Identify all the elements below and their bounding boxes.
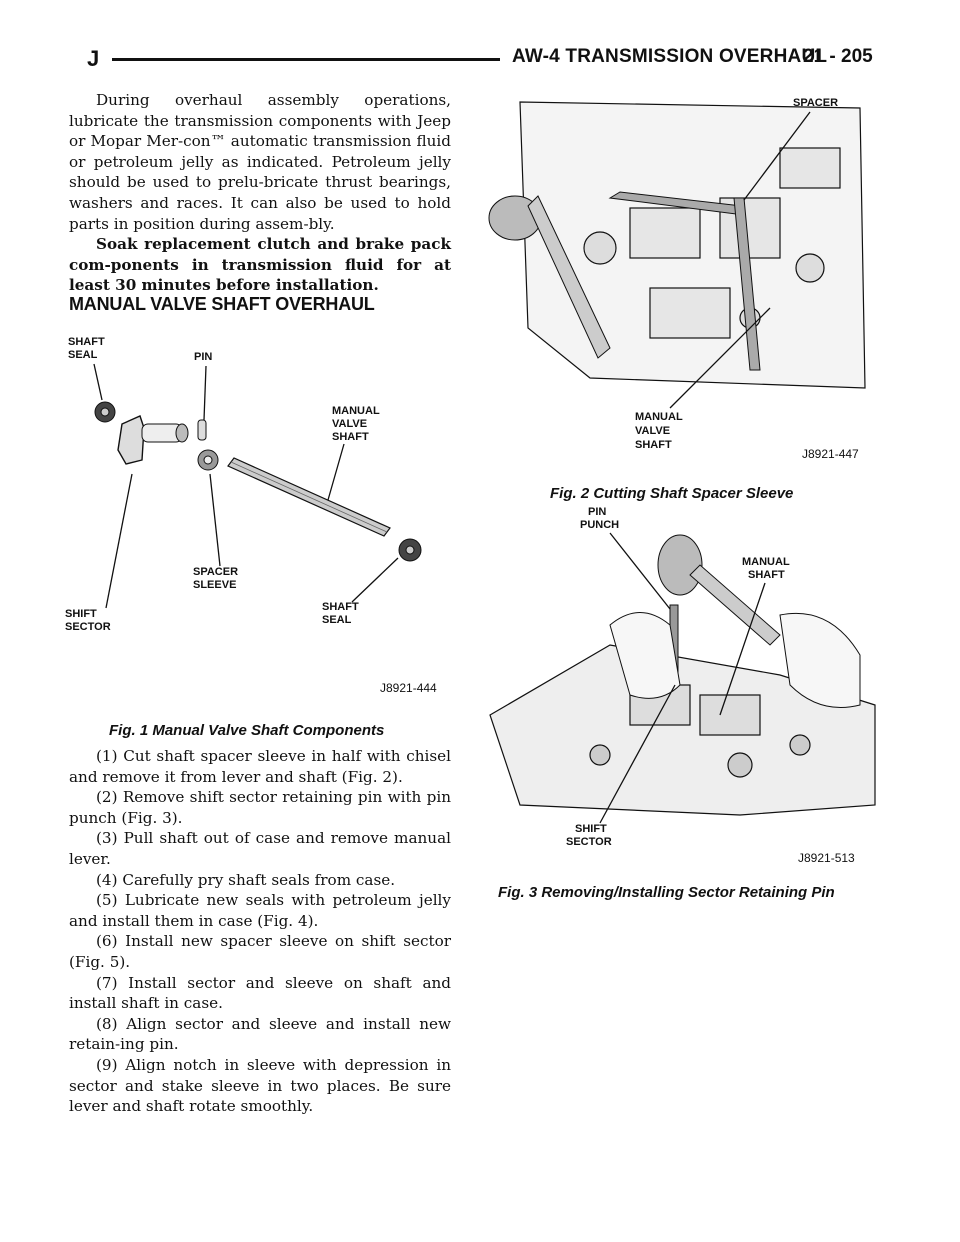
step-4: (4) Carefully pry shaft seals from case. — [96, 870, 396, 889]
fig3-left-hand — [609, 612, 681, 699]
header-rule — [112, 58, 500, 61]
pin-part — [197, 419, 207, 441]
step-2: (2) Remove shift sector retaining pin wi… — [69, 788, 451, 827]
shaft-seal-bottom-part — [398, 538, 422, 562]
fig2-hammer — [488, 195, 611, 359]
fig2-id: J8921-447 — [802, 447, 859, 461]
fig2-label-manual-3: SHAFT — [635, 439, 672, 451]
fig1-label-spacer-2: SLEEVE — [193, 579, 236, 591]
fig3-label-pin-punch: PIN — [588, 506, 606, 518]
header-letter: J — [87, 46, 100, 71]
fig3-caption: Fig. 3 Removing/Installing Sector Retain… — [498, 884, 835, 901]
step-8: (8) Align sector and sleeve and install … — [69, 1014, 451, 1054]
fig1-label-shift-sector: SHIFT — [65, 608, 97, 620]
fig3-label-manual-shaft: MANUAL — [742, 556, 790, 568]
fig2-caption: Fig. 2 Cutting Shaft Spacer Sleeve — [550, 485, 794, 502]
fig3-label-shift-sector-2: SECTOR — [566, 836, 612, 848]
fig2-label-manual: MANUAL — [635, 411, 683, 423]
fig1-label-pin: PIN — [194, 351, 212, 363]
fig2-label-spacer: SPACER — [793, 97, 838, 109]
fig1-label-manual-2: VALVE — [332, 418, 367, 430]
fig1-label-shaft-seal-bottom-2: SEAL — [322, 614, 352, 626]
step-6: (6) Install new spacer sleeve on shift s… — [69, 932, 451, 971]
step-1: (1) Cut shaft spacer sleeve in half with… — [69, 747, 451, 786]
steps-list: (1) Cut shaft spacer sleeve in half with… — [69, 746, 451, 1117]
fig2-chisel — [608, 191, 761, 371]
fig3-label-pin-punch-2: PUNCH — [580, 519, 619, 531]
step-7: (7) Install sector and sleeve on shaft a… — [69, 973, 451, 1013]
intro-block: During overhaul assembly operations, lub… — [69, 90, 451, 296]
fig1-label-shift-sector-2: SECTOR — [65, 621, 111, 633]
fig2-illustration: SPACER MANUAL VALVE SHAFT J8921-447 — [488, 97, 866, 461]
section-title: MANUAL VALVE SHAFT OVERHAUL — [69, 294, 375, 314]
manual-valve-shaft-part — [227, 457, 391, 537]
step-9: (9) Align notch in sleeve with depressio… — [69, 1055, 451, 1116]
step-5: (5) Lubricate new seals with petroleum j… — [69, 891, 451, 930]
fig1-label-shaft-seal-top: SHAFT — [68, 336, 105, 348]
shaft-seal-top-part — [94, 401, 116, 423]
fig3-illustration: PIN PUNCH MANUAL SHAFT SHIFT SECTOR J892… — [489, 506, 876, 865]
fig1-label-manual-3: SHAFT — [332, 431, 369, 443]
page-number: 21 - 205 — [803, 46, 873, 67]
fig2-label-manual-2: VALVE — [635, 425, 670, 437]
fig3-label-shift-sector: SHIFT — [575, 823, 607, 835]
intro-paragraph: During overhaul assembly operations, lub… — [69, 91, 451, 233]
spacer-sleeve-part — [197, 449, 219, 471]
fig3-label-manual-shaft-2: SHAFT — [748, 569, 785, 581]
header-title: AW-4 TRANSMISSION OVERHAUL — [512, 46, 828, 67]
shift-sector-part — [117, 415, 189, 465]
fig1-illustration: SHAFT SEAL PIN MANUAL VALVE SHAFT SPACER… — [65, 336, 437, 695]
fig1-id: J8921-444 — [380, 681, 437, 695]
fig1-label-manual: MANUAL — [332, 405, 380, 417]
fig1-caption: Fig. 1 Manual Valve Shaft Components — [109, 722, 385, 739]
fig3-id: J8921-513 — [798, 851, 855, 865]
intro-bold-note: Soak replacement clutch and brake pack c… — [69, 235, 451, 295]
fig1-label-shaft-seal-top-2: SEAL — [68, 349, 98, 361]
fig1-label-spacer: SPACER — [193, 566, 238, 578]
fig1-label-shaft-seal-bottom: SHAFT — [322, 601, 359, 613]
fig2-transmission-case — [519, 101, 866, 389]
step-3: (3) Pull shaft out of case and remove ma… — [69, 829, 451, 868]
fig3-right-hand — [779, 612, 861, 708]
fig3-hammer — [657, 534, 781, 646]
